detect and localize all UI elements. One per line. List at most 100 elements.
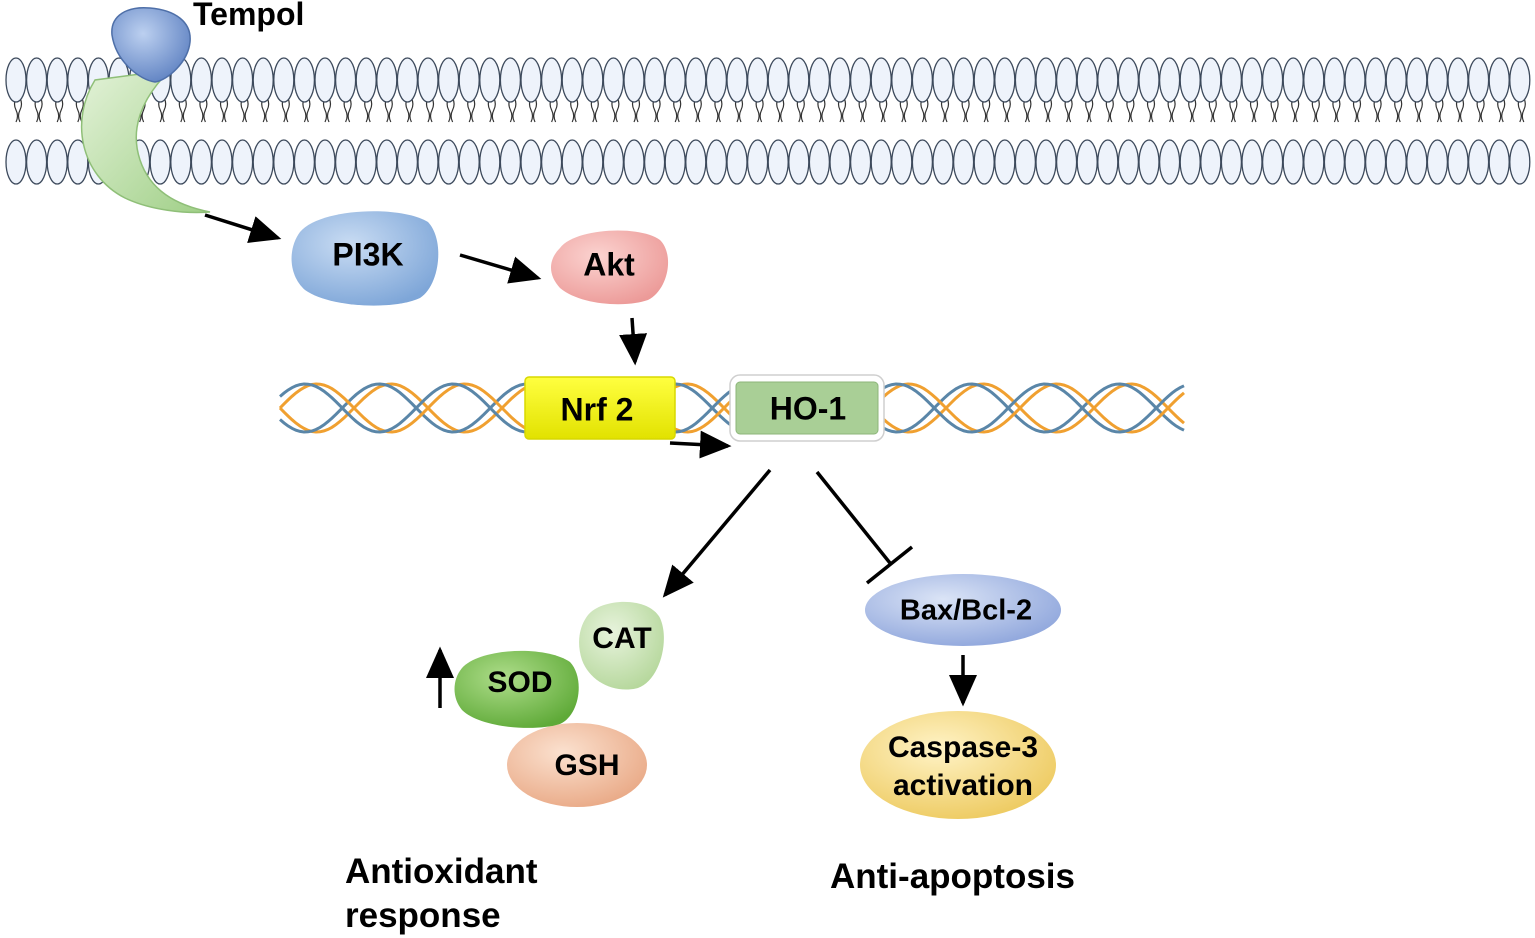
lipid-head-outer (293, 57, 316, 103)
receptor-shape (80, 68, 211, 214)
lipid-head-outer (1035, 57, 1057, 103)
arrow-nrf2-ho1 (669, 430, 732, 459)
pi3k-label: PI3K (332, 236, 404, 273)
lipid-head-outer (334, 57, 357, 103)
lipid-head-inner (1055, 139, 1078, 185)
tempol-label: Tempol (193, 0, 305, 32)
lipid-head-outer (355, 57, 377, 103)
lipid-head-outer (849, 57, 872, 103)
lipid-head-inner (1509, 139, 1531, 185)
lipid-head-outer (1426, 57, 1449, 103)
lipid-head-inner (685, 139, 707, 185)
lipid-head-outer (726, 57, 748, 103)
lipid-head-outer (314, 57, 336, 103)
lipid-head-inner (1220, 139, 1243, 185)
lipid-head-inner (1364, 139, 1387, 185)
caspase-label: Caspase-3 activation (888, 729, 1038, 805)
lipid-head-inner (870, 139, 892, 185)
lipid-head-outer (1220, 57, 1243, 103)
lipid-head-outer (870, 57, 892, 103)
lipid-head-outer (252, 57, 274, 103)
lipid-head-outer (1158, 57, 1181, 103)
lipid-head-outer (1488, 57, 1510, 103)
lipid-head-inner (376, 139, 398, 185)
lipid-head-inner (1344, 139, 1366, 185)
lipid-head-outer (788, 57, 810, 103)
lipid-head-inner (705, 139, 728, 185)
lipid-tails (13, 97, 1526, 123)
arrow-pi3k-akt (459, 253, 542, 284)
arrow-ho1-cat (662, 468, 772, 598)
lipid-head-outer (1117, 57, 1140, 103)
antioxidant-line2: response (345, 896, 501, 935)
lipid-head-inner (911, 139, 934, 185)
ho1-label: HO-1 (769, 390, 847, 427)
lipid-head-inner (5, 139, 27, 185)
lipid-head-outer (767, 57, 789, 103)
lipid-head-outer (1406, 57, 1428, 103)
lipid-head-inner (1241, 139, 1263, 185)
lipid-head-outer (973, 57, 995, 103)
lipid-head-outer (561, 57, 583, 103)
lipid-head-outer (705, 57, 728, 103)
lipid-head-inner (211, 139, 233, 185)
lipid-head-inner (170, 139, 192, 185)
lipid-head-inner (1158, 139, 1181, 185)
lipid-head-outer (25, 57, 48, 103)
lipid-head-inner (355, 139, 377, 185)
lipid-head-outer (458, 57, 480, 103)
lipid-head-outer (582, 57, 604, 103)
lipid-head-inner (1406, 139, 1428, 185)
bax-shape (865, 574, 1061, 646)
lipid-head-inner (293, 139, 316, 185)
lipid-head-outer (1385, 57, 1407, 103)
lipid-head-inner (334, 139, 357, 185)
lipid-head-inner (602, 139, 625, 185)
arrow-receptor-pi3k (204, 213, 282, 243)
lipid-head-outer (273, 57, 295, 103)
lipid-head-inner (1467, 139, 1490, 185)
lipid-head-inner (952, 139, 975, 185)
caspase-shape (860, 711, 1056, 819)
lipid-head-inner (1426, 139, 1449, 185)
lipid-head-inner (417, 139, 439, 185)
lipid-head-outer (1467, 57, 1490, 103)
antioxidant-response-label: Antioxidant response (345, 850, 537, 938)
lipid-head-outer (437, 57, 460, 103)
nrf2-label: Nrf 2 (560, 391, 634, 428)
lipid-head-inner (1138, 139, 1160, 185)
arrows (204, 213, 977, 708)
lipid-head-outer (1447, 57, 1469, 103)
lipid-head-outer (664, 57, 686, 103)
lipid-head-inner (808, 139, 831, 185)
lipid-head-inner (1097, 139, 1119, 185)
lipid-head-inner (767, 139, 789, 185)
akt-shape (551, 230, 669, 305)
lipid-head-inner (664, 139, 686, 185)
lipid-head-inner (973, 139, 995, 185)
lipid-head-inner (582, 139, 604, 185)
lipid-head-inner (726, 139, 748, 185)
lipid-head-inner (1447, 139, 1469, 185)
lipid-head-outer (1261, 57, 1284, 103)
lipid-head-inner (1117, 139, 1140, 185)
cat-shape (579, 601, 664, 690)
lipid-head-outer (746, 57, 769, 103)
lipid-head-outer (1076, 57, 1098, 103)
gsh-shape (507, 723, 647, 807)
akt-label: Akt (583, 246, 635, 283)
lipid-head-outer (891, 57, 913, 103)
lipid-head-outer (1303, 57, 1325, 103)
lipid-head-outer (1014, 57, 1037, 103)
lipid-head-outer (1055, 57, 1078, 103)
lipid-head-inner (314, 139, 336, 185)
lipid-head-outer (643, 57, 666, 103)
lipid-head-outer (1344, 57, 1366, 103)
lipid-head-outer (623, 57, 645, 103)
lipid-head-inner (231, 139, 254, 185)
lipid-head-outer (602, 57, 625, 103)
lipid-head-outer (911, 57, 934, 103)
lipid-head-inner (1323, 139, 1346, 185)
lipid-head-inner (252, 139, 274, 185)
sod-label: SOD (487, 666, 553, 699)
